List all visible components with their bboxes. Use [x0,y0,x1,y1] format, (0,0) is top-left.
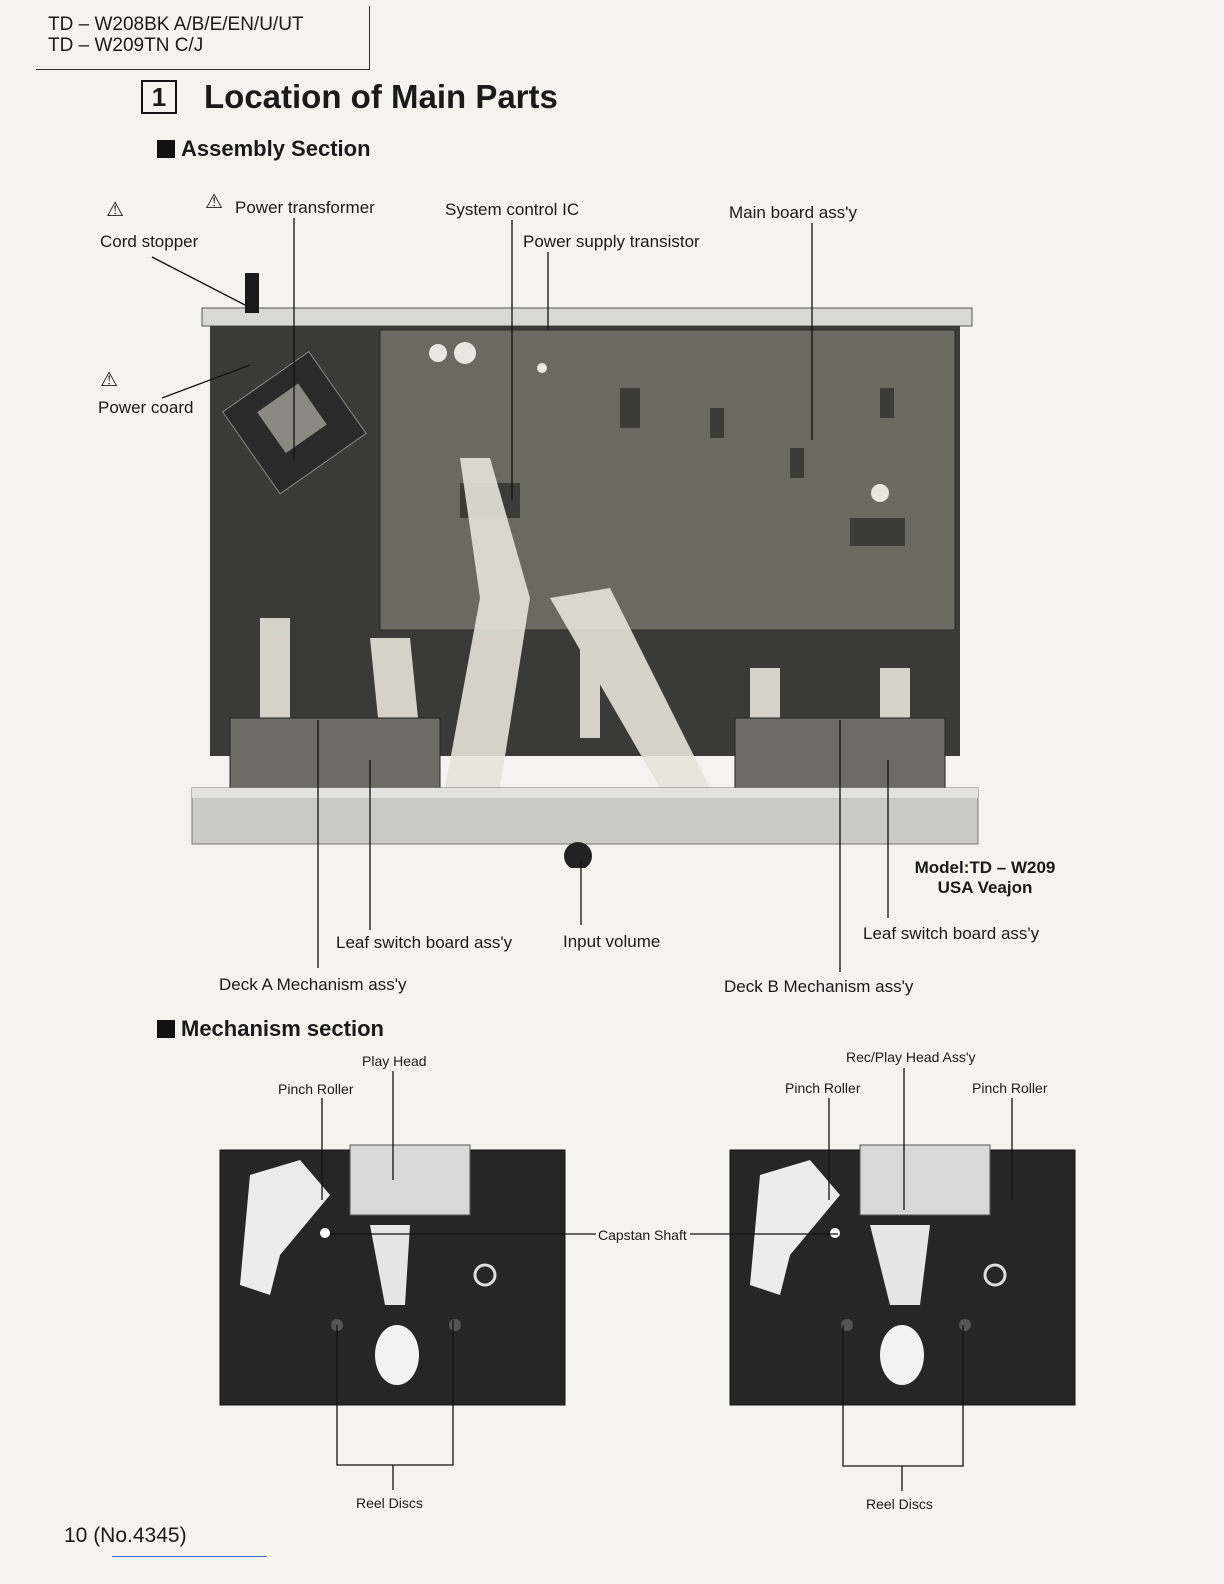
warning-triangle-icon: ⚠ [205,191,223,213]
label-main-board: Main board ass'y [729,203,857,222]
page-number: 10 (No.4345) [64,1524,187,1547]
assembly-heading-text: Assembly Section [181,136,371,161]
black-square-icon [157,140,175,158]
label-leaf-switch-a: Leaf switch board ass'y [336,933,513,952]
label-pinch-roller-b1: Pinch Roller [785,1080,861,1096]
assembly-photo [191,273,979,868]
warning-triangle-icon: ⚠ [100,369,118,391]
mechanism-heading: Mechanism section [157,1016,384,1042]
label-pinch-roller-a: Pinch Roller [278,1081,354,1097]
label-power-supply-transistor: Power supply transistor [523,232,700,251]
deck-a-mechanism-photo [219,1144,566,1406]
model-w209-line-1: Model:TD – W209 [914,858,1056,877]
page-title: Location of Main Parts [204,78,558,115]
rear-panel [201,307,973,327]
label-capstan-shaft: Capstan Shaft [598,1227,687,1243]
label-deck-b: Deck B Mechanism ass'y [724,977,914,996]
mechanism-heading-text: Mechanism section [181,1016,384,1041]
label-system-control-ic: System control IC [445,200,580,219]
model-number-box: TD – W208BK A/B/E/EN/U/UT TD – W209TN C/… [36,6,370,70]
label-power-coard: Power coard [98,398,194,417]
label-cord-stopper: Cord stopper [100,232,199,251]
label-rec-play-head: Rec/Play Head Ass'y [846,1049,976,1065]
label-model-w209: Model:TD – W209 USA Veajon [900,858,1070,898]
deck-b-mechanism-photo [729,1144,1076,1406]
label-input-volume: Input volume [563,932,661,951]
input-volume-knob [564,842,592,868]
cord-stopper-part [245,273,259,313]
label-leaf-switch-b: Leaf switch board ass'y [863,924,1040,943]
label-deck-a: Deck A Mechanism ass'y [219,975,407,994]
label-reel-discs-a: Reel Discs [356,1495,423,1511]
label-play-head: Play Head [362,1053,427,1069]
label-pinch-roller-b2: Pinch Roller [972,1080,1048,1096]
label-reel-discs-b: Reel Discs [866,1496,933,1512]
section-number: 1 [141,80,177,114]
model-w209-line-2: USA Veajon [937,878,1033,897]
assembly-heading: Assembly Section [157,136,371,162]
deck-a-mechanism [229,717,441,789]
deck-b-mechanism [734,717,946,789]
footer-rule [112,1556,267,1557]
label-power-transformer: Power transformer [235,198,375,217]
model-line-1: TD – W208BK A/B/E/EN/U/UT [48,14,304,35]
black-square-icon [157,1020,175,1038]
warning-triangle-icon: ⚠ [106,199,124,221]
model-line-2: TD – W209TN C/J [48,35,204,56]
